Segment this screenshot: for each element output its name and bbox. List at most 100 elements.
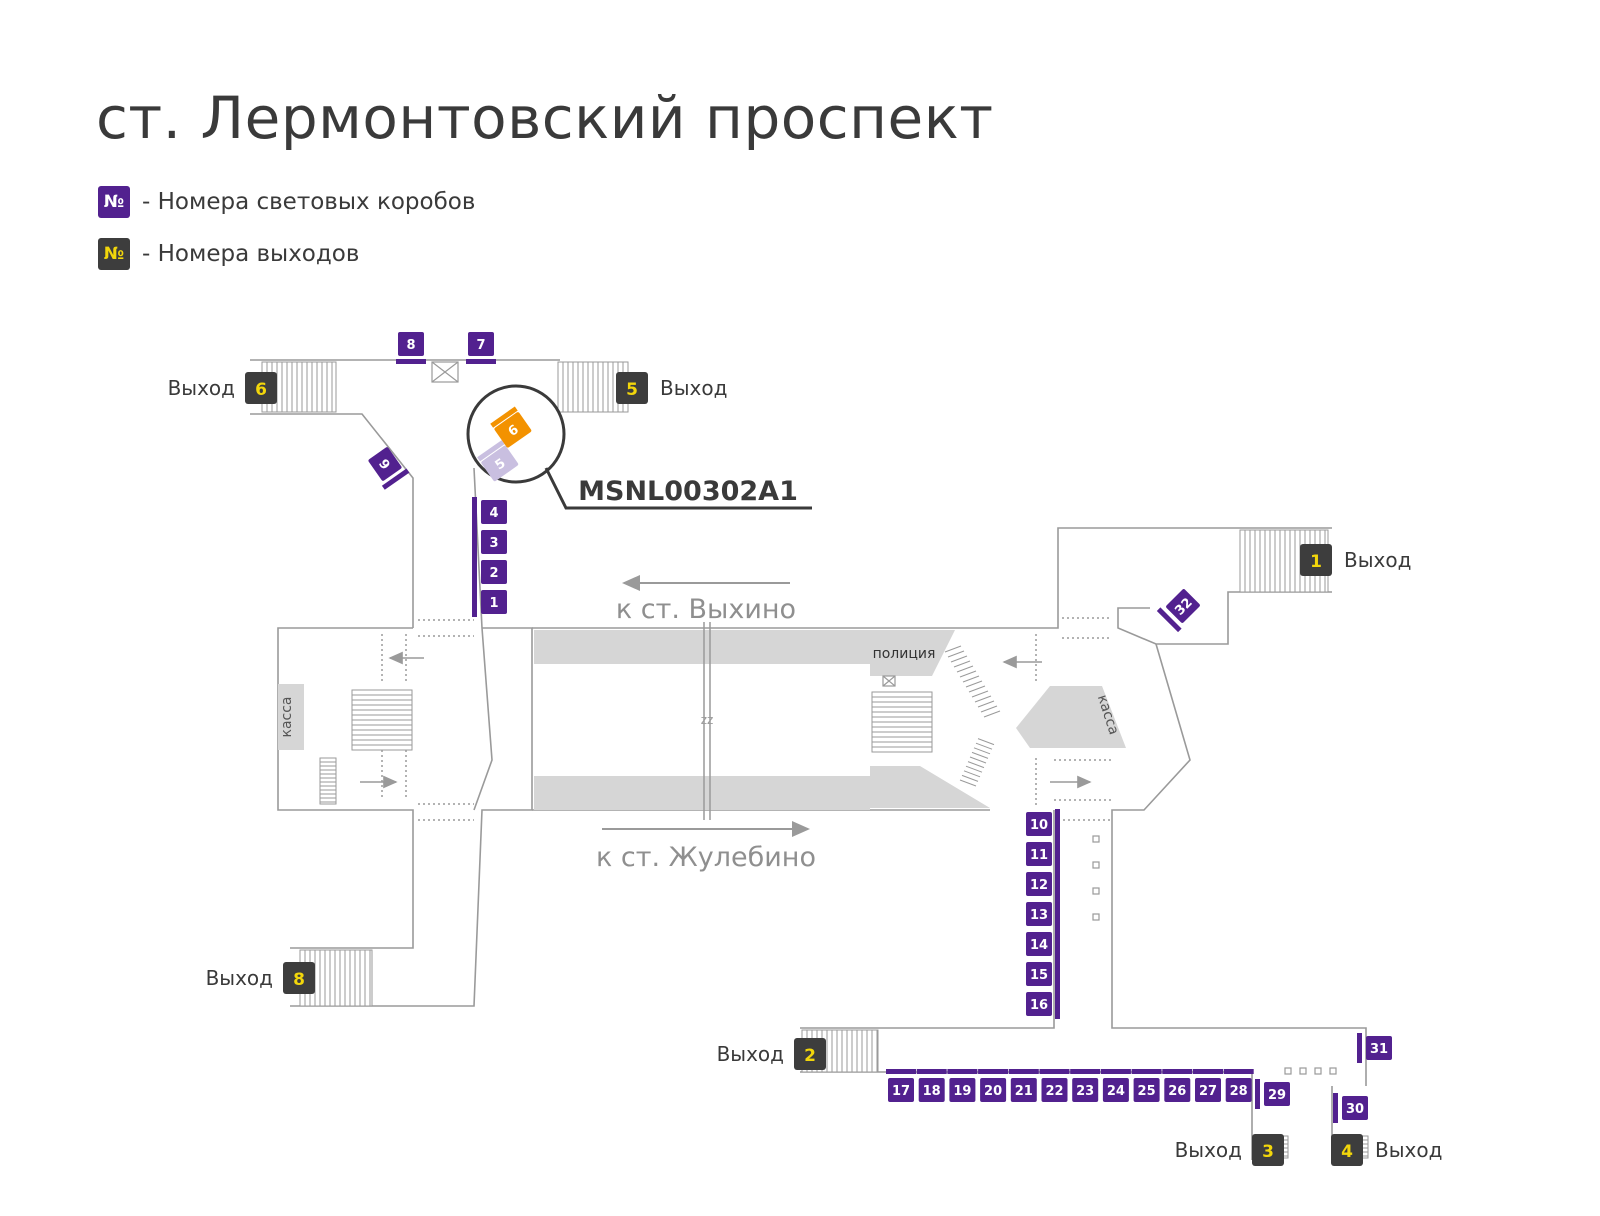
lightbox-7: 7 — [466, 332, 496, 364]
lightbox-10: 10 — [1026, 809, 1060, 839]
lightbox-22: 22 — [1039, 1069, 1070, 1102]
lightbox-16: 16 — [1026, 989, 1060, 1019]
legend-item-boxes: № - Номера световых коробов — [98, 186, 475, 218]
lightbox-legend-icon: № — [98, 186, 130, 218]
stairs-small-west — [319, 757, 337, 805]
lightbox-12: 12 — [1026, 869, 1060, 899]
platform-edges — [278, 630, 1126, 810]
exit-legend-icon: № — [98, 238, 130, 270]
escalator-diagonal-south — [959, 738, 995, 787]
direction-east: к ст. Жулебино — [596, 821, 816, 873]
column-markers — [1092, 835, 1337, 1075]
lightbox-27-label: 27 — [1199, 1084, 1217, 1099]
lightbox-10-label: 10 — [1030, 818, 1048, 833]
lightbox-20: 20 — [978, 1069, 1009, 1102]
exit-3-number: 3 — [1262, 1142, 1274, 1162]
lightbox-24-label: 24 — [1107, 1084, 1125, 1099]
passage-lines — [381, 617, 1112, 821]
lightbox-22-label: 22 — [1045, 1084, 1063, 1099]
lightbox-19: 19 — [947, 1069, 978, 1102]
lightbox-17-label: 17 — [892, 1084, 910, 1099]
lightbox-14: 14 — [1026, 929, 1060, 959]
lightbox-13: 13 — [1026, 899, 1060, 929]
lightbox-28: 28 — [1223, 1069, 1254, 1102]
lightbox-24: 24 — [1100, 1069, 1131, 1102]
escalator-west — [351, 689, 413, 751]
legend-item-exits: № - Номера выходов — [98, 238, 359, 270]
exit-4: 4 Выход — [1331, 1134, 1442, 1166]
exit-8-label: Выход — [206, 966, 273, 990]
turnstile-icons — [431, 361, 896, 687]
lightbox-1: 1 — [472, 587, 507, 617]
escalator-diagonal-north — [944, 645, 1001, 718]
exit-2-number: 2 — [804, 1046, 816, 1066]
lightbox-13-label: 13 — [1030, 908, 1048, 923]
lightbox-18-label: 18 — [923, 1084, 941, 1099]
lightbox-9: 9 — [368, 447, 410, 490]
highlight-code-label: MSNL00302A1 — [578, 476, 798, 507]
lightbox-11-label: 11 — [1030, 848, 1048, 863]
lightbox-28-label: 28 — [1230, 1084, 1248, 1099]
exit-8-number: 8 — [293, 970, 305, 990]
lightbox-23: 23 — [1070, 1069, 1101, 1102]
lightbox-21: 21 — [1008, 1069, 1039, 1102]
station-title: ст. Лермонтовский проспект — [96, 84, 994, 152]
highlighted-box-callout: 5 6 MSNL00302A1 — [466, 384, 812, 510]
lightbox-4-label: 4 — [489, 506, 498, 521]
legend-label-exits: - Номера выходов — [142, 241, 360, 267]
lightbox-21-label: 21 — [1015, 1084, 1033, 1099]
exit-8: 8 Выход — [206, 962, 315, 994]
lightbox-2-label: 2 — [489, 566, 498, 581]
lightbox-8-label: 8 — [406, 338, 415, 353]
exit-5-number: 5 — [626, 380, 638, 400]
lightbox-15-label: 15 — [1030, 968, 1048, 983]
lightbox-14-label: 14 — [1030, 938, 1048, 953]
lightbox-31: 31 — [1357, 1033, 1392, 1063]
lightbox-12-label: 12 — [1030, 878, 1048, 893]
lightbox-30-label: 30 — [1346, 1102, 1364, 1117]
direction-west-label: к ст. Выхино — [616, 594, 796, 625]
lightbox-32: 32 — [1156, 589, 1200, 633]
track-mark-label: zz — [701, 713, 714, 727]
exit-6-number: 6 — [255, 380, 267, 400]
lightbox-29: 29 — [1255, 1079, 1290, 1109]
exit-4-label: Выход — [1375, 1138, 1442, 1162]
exit-2-label: Выход — [717, 1042, 784, 1066]
exit-1-number: 1 — [1310, 552, 1322, 572]
legend-label-boxes: - Номера световых коробов — [142, 189, 476, 215]
lightbox-15: 15 — [1026, 959, 1060, 989]
lightbox-27: 27 — [1193, 1069, 1223, 1102]
flow-arrows — [360, 651, 1092, 789]
lightbox-7-label: 7 — [476, 338, 485, 353]
track-break-mark: zz — [701, 622, 714, 820]
lightbox-2: 2 — [472, 557, 507, 587]
lightbox-25: 25 — [1131, 1069, 1162, 1102]
lightbox-26-label: 26 — [1168, 1084, 1186, 1099]
kassa-west-label: касса — [279, 696, 295, 737]
exit-6: 6 Выход — [168, 372, 277, 404]
lightbox-1-label: 1 — [489, 596, 498, 611]
exit-6-label: Выход — [168, 376, 235, 400]
exit-4-number: 4 — [1341, 1142, 1353, 1162]
station-walls — [250, 359, 1367, 1160]
lightbox-4: 4 — [472, 497, 507, 527]
exit-3-label: Выход — [1175, 1138, 1242, 1162]
lightbox-30: 30 — [1333, 1093, 1368, 1123]
lightbox-29-label: 29 — [1268, 1088, 1286, 1103]
lightbox-11: 11 — [1026, 839, 1060, 869]
direction-east-label: к ст. Жулебино — [596, 842, 816, 873]
lightbox-3-label: 3 — [489, 536, 498, 551]
exit-5-label: Выход — [660, 376, 727, 400]
lightbox-31-label: 31 — [1370, 1042, 1388, 1057]
lightbox-23-label: 23 — [1076, 1084, 1094, 1099]
lightbox-20-label: 20 — [984, 1084, 1002, 1099]
police-label: полиция — [873, 646, 936, 662]
lightbox-3: 3 — [472, 527, 507, 557]
exit-3: 3 Выход — [1175, 1134, 1284, 1166]
lightbox-16-label: 16 — [1030, 998, 1048, 1013]
exit-2: 2 Выход — [717, 1038, 826, 1070]
